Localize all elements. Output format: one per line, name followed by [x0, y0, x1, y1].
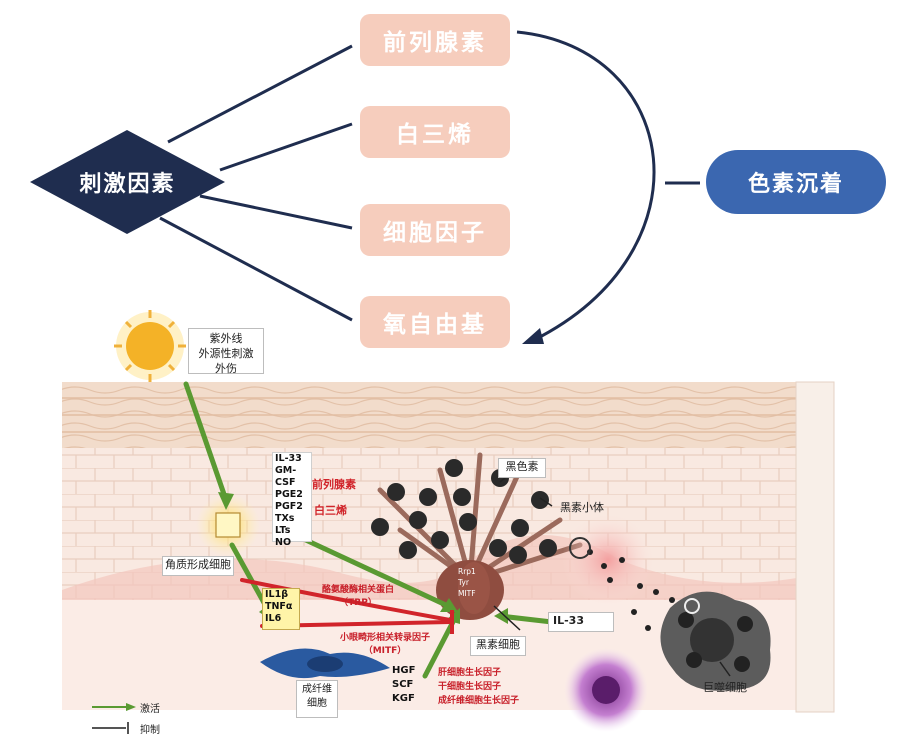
- keratinocyte-label: 角质形成细胞: [162, 556, 234, 576]
- sun-stimulus-label: 紫外线外源性刺激外伤: [188, 328, 264, 374]
- il33-right-label: IL-33: [548, 612, 614, 632]
- melanin-label: 黑色素: [498, 458, 546, 478]
- trp-label: 酪氨酸酶相关蛋白（TRP）: [322, 582, 394, 608]
- melanosome-label: 黑素小体: [552, 500, 612, 518]
- mediator-prostaglandin: 前列腺素: [312, 476, 356, 492]
- melanocyte-label: 黑素细胞: [470, 636, 526, 656]
- legend-activate: 激活: [140, 700, 160, 715]
- macrophage-label: 巨噬细胞: [694, 680, 756, 698]
- fibroblast-label: 成纤维细胞: [296, 680, 338, 718]
- mitf-label: 小眼畸形相关转录因子（MITF）: [340, 630, 430, 656]
- growth-factor-names: 肝细胞生长因子干细胞生长因子成纤维细胞生长因子: [438, 666, 519, 708]
- legend-inhibit: 抑制: [140, 721, 160, 736]
- mediator-leukotriene: 白三烯: [314, 502, 347, 518]
